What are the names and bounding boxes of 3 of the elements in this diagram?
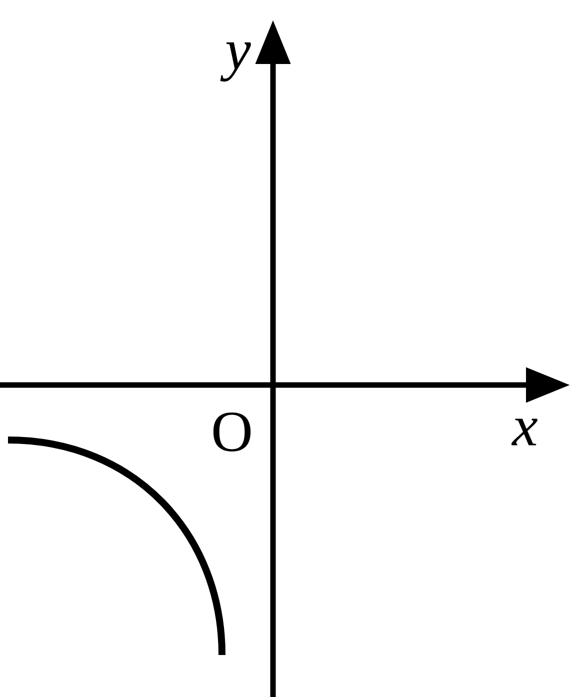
axis-label: x — [511, 418, 538, 446]
origin-label: O — [213, 412, 251, 452]
axis-label: y — [220, 42, 251, 82]
